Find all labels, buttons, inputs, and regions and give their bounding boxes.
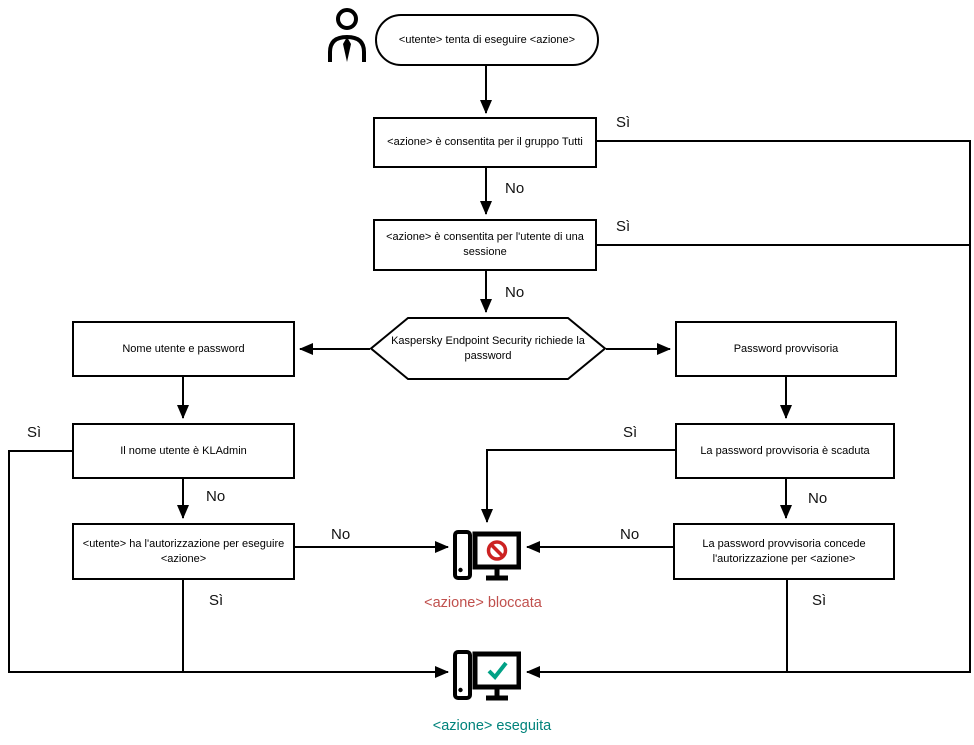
node-allowed-session-label: <azione> è consentita per l'utente di un… xyxy=(386,231,584,258)
node-user-authorized-label: <utente> ha l'autorizzazione per eseguir… xyxy=(82,537,285,565)
computer-blocked-icon xyxy=(453,526,522,586)
node-temp-password: Password provvisoria xyxy=(675,321,897,377)
node-allowed-session: <azione> è consentita per l'utente di un… xyxy=(373,219,597,271)
user-icon xyxy=(326,8,368,64)
node-start: <utente> tenta di eseguire <azione> xyxy=(375,14,599,66)
node-username-password-label: Nome utente e password xyxy=(122,342,245,355)
node-allowed-group-label: <azione> è consentita per il gruppo Tutt… xyxy=(387,136,583,149)
prohibition-circle xyxy=(486,540,508,561)
node-start-label: <utente> tenta di eseguire <azione> xyxy=(398,33,576,46)
label-si-utente-sessione: Sì xyxy=(616,218,631,235)
node-is-kladmin-label: Il nome utente è KLAdmin xyxy=(120,444,247,457)
node-requires-password-label: Kaspersky Endpoint Security richiede la … xyxy=(391,334,585,362)
node-temp-grants: La password provvisoria concede l'autori… xyxy=(673,523,895,580)
label-no-autorizzazione: No xyxy=(331,526,351,543)
label-si-kladmin: Sì xyxy=(27,424,42,441)
node-user-authorized: <utente> ha l'autorizzazione per eseguir… xyxy=(72,523,295,580)
node-temp-password-label: Password provvisoria xyxy=(733,342,839,355)
computer-executed-icon xyxy=(453,646,522,706)
label-no-kladmin: No xyxy=(206,488,226,505)
label-no-concede: No xyxy=(620,526,640,543)
node-allowed-group: <azione> è consentita per il gruppo Tutt… xyxy=(373,117,597,168)
status-executed: <azione> eseguita xyxy=(432,718,552,734)
status-blocked: <azione> bloccata xyxy=(424,595,542,611)
node-username-password: Nome utente e password xyxy=(72,321,295,377)
label-si-concede: Sì xyxy=(812,592,827,609)
node-temp-grants-label: La password provvisoria concede l'autori… xyxy=(702,537,866,565)
prohibition-slash xyxy=(489,543,505,558)
label-no-gruppo-tutti: No xyxy=(505,180,525,197)
label-si-scaduta: Sì xyxy=(623,424,638,441)
node-is-kladmin: Il nome utente è KLAdmin xyxy=(72,423,295,479)
check-mark xyxy=(487,661,508,681)
label-no-utente-sessione: No xyxy=(505,284,525,301)
label-no-scaduta: No xyxy=(808,490,828,507)
node-requires-password: Kaspersky Endpoint Security richiede la … xyxy=(369,317,607,380)
label-si-autorizzazione: Sì xyxy=(209,592,224,609)
node-temp-expired-label: La password provvisoria è scaduta xyxy=(700,444,870,457)
node-temp-expired: La password provvisoria è scaduta xyxy=(675,423,895,479)
label-si-gruppo-tutti: Sì xyxy=(616,114,631,131)
